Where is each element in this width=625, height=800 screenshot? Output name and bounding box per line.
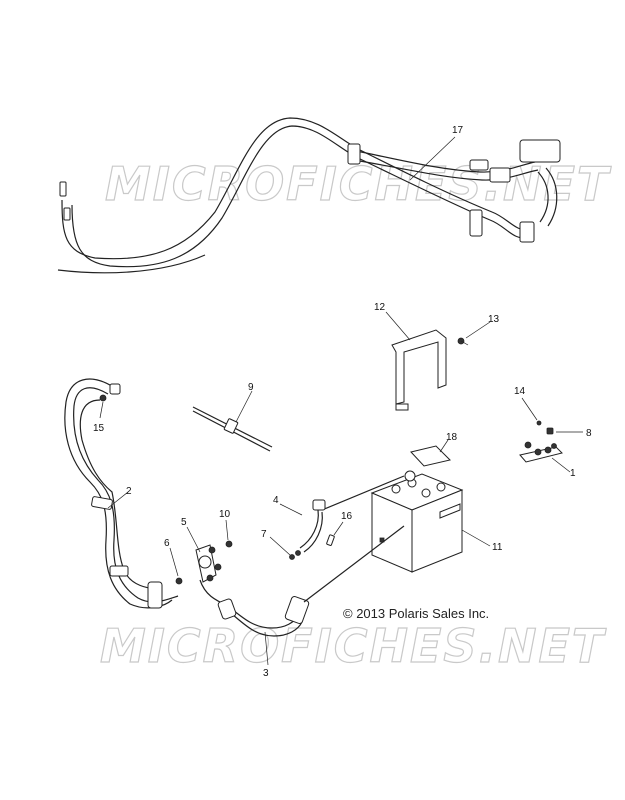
washer-14[interactable]	[536, 420, 542, 426]
fastener-5[interactable]	[326, 534, 335, 546]
callout-13: 13	[488, 314, 500, 325]
watermark-top: MICROFICHES.NET	[105, 157, 612, 211]
callout-1: 1	[570, 468, 576, 479]
callout-12: 12	[374, 302, 386, 313]
callout-16: 10	[219, 509, 231, 520]
callout-3: 3	[263, 668, 269, 679]
callout-4: 4	[273, 495, 279, 506]
battery-11[interactable]	[370, 470, 464, 573]
callout-17: 17	[452, 125, 464, 136]
nut-6[interactable]	[175, 577, 183, 585]
callout-5: 16	[341, 511, 353, 522]
screw-13[interactable]	[457, 337, 469, 346]
callout-9: 9	[248, 382, 254, 393]
nut-16[interactable]	[214, 540, 233, 571]
callout-14: 14	[514, 386, 526, 397]
callout-8: 8	[586, 428, 592, 439]
bracket-12[interactable]	[391, 329, 447, 411]
callout-2: 2	[126, 486, 132, 497]
callout-11: 11	[492, 542, 503, 553]
callout-15: 15	[93, 423, 105, 434]
nut-7[interactable]	[289, 554, 295, 560]
ground-cable-3[interactable]	[199, 525, 405, 637]
watermark-bottom: MICROFICHES.NET	[100, 619, 607, 673]
callout-7: 7	[261, 529, 267, 540]
copyright-notice: © 2013 Polaris Sales Inc.	[343, 606, 489, 621]
harness-2[interactable]	[64, 378, 179, 609]
callout-18: 18	[446, 432, 458, 443]
cable-tie-9[interactable]	[192, 406, 273, 452]
battery-cable-4[interactable]	[295, 475, 405, 556]
cable-harness-17[interactable]	[57, 117, 561, 274]
decal-18[interactable]	[410, 445, 451, 467]
nut-15[interactable]	[99, 394, 107, 402]
callout-10: 5	[181, 517, 187, 528]
solenoid-10[interactable]	[195, 544, 217, 583]
terminal-block-1[interactable]	[519, 441, 563, 463]
callout-6: 6	[164, 538, 170, 549]
screw-8[interactable]	[546, 427, 554, 435]
